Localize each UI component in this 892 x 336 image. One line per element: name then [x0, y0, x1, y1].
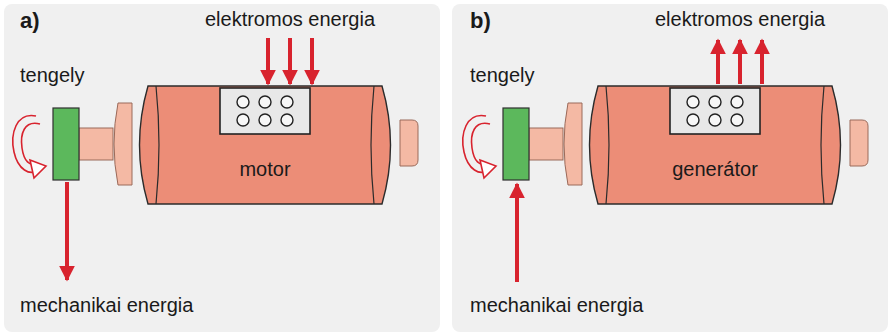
machine-name: generátor	[672, 158, 758, 181]
machine-name: motor	[239, 158, 290, 181]
body-outline	[130, 85, 400, 205]
housing	[590, 86, 841, 204]
housing	[140, 86, 391, 204]
panel-ground	[4, 4, 440, 332]
end-cap-line	[371, 86, 374, 204]
end-cap-line	[156, 86, 159, 204]
energy-label: mechanikai energia	[470, 294, 643, 317]
end-cap-line	[821, 86, 824, 204]
generator-body: generátor	[580, 85, 850, 205]
shaft-disk	[53, 108, 79, 180]
end-cap-line	[606, 86, 609, 204]
panel-letter: b)	[470, 8, 491, 33]
end-flange	[564, 103, 582, 185]
rotation-arrow	[463, 116, 496, 178]
motor-illustration	[13, 38, 418, 280]
shaft	[79, 128, 113, 160]
terminal-box	[670, 88, 760, 134]
panel-ground	[452, 4, 888, 332]
part-name: tengely	[20, 64, 85, 87]
motor-body: motor	[130, 85, 400, 205]
energy-label: elektromos energia	[205, 8, 375, 31]
end-flange	[114, 103, 132, 185]
rear-bearing	[850, 120, 868, 166]
energy-label: mechanikai energia	[20, 294, 193, 317]
panel-letter: a)	[20, 8, 40, 33]
part-name: tengely	[470, 64, 535, 87]
terminal-box	[220, 88, 310, 134]
body-outline	[580, 85, 850, 205]
shaft	[529, 128, 563, 160]
generator-illustration	[463, 40, 868, 282]
shaft-disk	[503, 108, 529, 180]
rear-bearing	[400, 120, 418, 166]
rotation-arrow	[13, 116, 46, 178]
energy-label: elektromos energia	[655, 8, 825, 31]
